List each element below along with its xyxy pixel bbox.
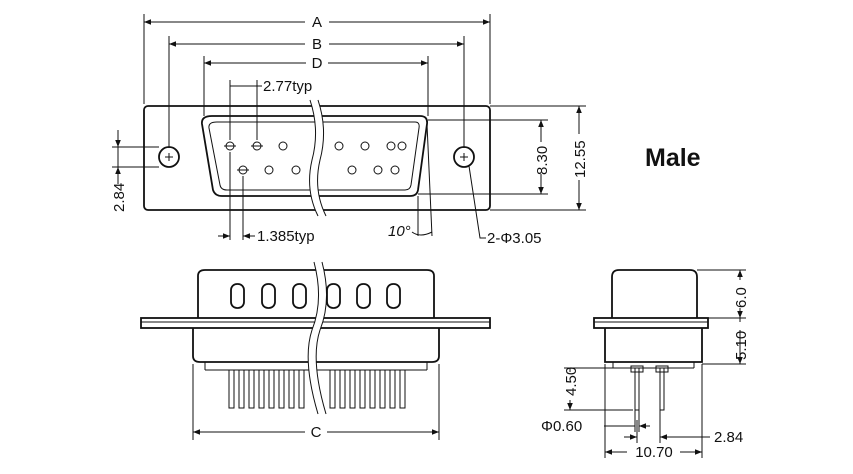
pin	[373, 165, 383, 175]
d-shell-outer	[201, 115, 429, 197]
top-view: A B D 2.77typ 1.385typ 10° 2-Φ3.05	[111, 14, 701, 247]
flange-height-label: 12.55	[572, 140, 589, 178]
solder-pin	[389, 369, 396, 409]
solder-pin	[359, 369, 366, 409]
gender-title: Male	[645, 144, 701, 172]
slot	[356, 283, 371, 309]
pin-row-2	[237, 165, 400, 175]
side-pin	[659, 367, 665, 411]
solder-pin	[329, 369, 336, 409]
break-line	[309, 99, 319, 217]
slot	[292, 283, 307, 309]
slot	[386, 283, 401, 309]
side-pin	[634, 367, 640, 411]
side-pin-stub	[630, 365, 644, 373]
slot	[326, 283, 341, 309]
pin	[291, 165, 301, 175]
pin-slots	[230, 283, 401, 309]
d-shell-inner	[208, 121, 420, 191]
solder-pin	[339, 369, 346, 409]
solder-pins	[228, 369, 406, 409]
solder-pin	[369, 369, 376, 409]
overall-depth-label: 10.70	[635, 444, 673, 461]
break-gap	[309, 100, 326, 216]
pin	[390, 165, 400, 175]
solder-pin	[349, 369, 356, 409]
side-upper-shell	[611, 269, 698, 318]
mount-hole-label: 2-Φ3.05	[487, 230, 542, 247]
break-line	[307, 261, 320, 415]
pin-row-1	[224, 141, 407, 151]
row-spacing-label: 2.84	[714, 429, 743, 446]
front-view: C	[140, 261, 491, 441]
side-view: 6.0 5.10 4.50 Φ0.60 2.84 10.70	[541, 269, 750, 461]
dim-d-label: D	[312, 55, 323, 72]
pin	[397, 141, 407, 151]
shell-height-label: 8.30	[534, 146, 551, 175]
dim-c-label: C	[311, 424, 322, 441]
solder-pin	[288, 369, 295, 409]
solder-pin	[399, 369, 406, 409]
dim-a-label: A	[312, 14, 322, 31]
angle-label: 10°	[388, 223, 411, 240]
pin	[264, 165, 274, 175]
pin-diameter-label: Φ0.60	[541, 418, 582, 435]
solder-pin	[248, 369, 255, 409]
pin-length-label: 4.50	[563, 367, 580, 396]
dim-b-label: B	[312, 36, 322, 53]
solder-pin	[228, 369, 235, 409]
shell-depth-label: 6.0	[733, 287, 750, 308]
solder-pin	[278, 369, 285, 409]
slot	[230, 283, 245, 309]
solder-pin	[298, 369, 305, 409]
side-flange	[593, 317, 709, 329]
pin-pitch-label: 2.77typ	[263, 78, 312, 95]
solder-pin	[268, 369, 275, 409]
pin	[278, 141, 288, 151]
body-depth-label: 5.10	[733, 331, 750, 360]
break-line	[317, 99, 327, 217]
solder-pin	[258, 369, 265, 409]
pin	[360, 141, 370, 151]
row-offset-label: 1.385typ	[257, 228, 315, 245]
solder-pin	[379, 369, 386, 409]
upper-shell	[197, 269, 435, 318]
pin	[386, 141, 396, 151]
pin	[334, 141, 344, 151]
pin	[347, 165, 357, 175]
hole-height-label: 2.84	[111, 183, 128, 212]
slot	[261, 283, 276, 309]
solder-pin	[238, 369, 245, 409]
side-pin-stub	[655, 365, 669, 373]
side-lower-body	[604, 328, 703, 363]
break-line	[315, 261, 328, 415]
